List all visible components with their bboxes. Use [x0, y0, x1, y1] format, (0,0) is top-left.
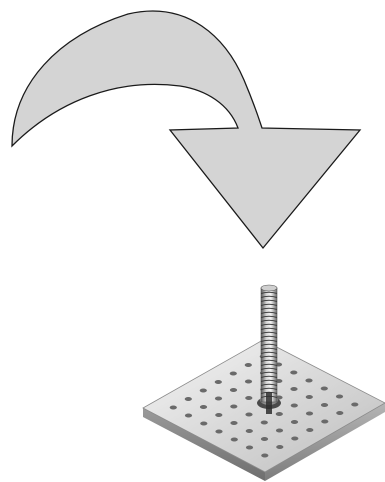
plate-hole — [306, 395, 313, 399]
plate-hole — [336, 411, 343, 415]
plate-hole — [245, 396, 252, 400]
plate-hole — [215, 397, 222, 401]
plate-hole — [351, 403, 358, 407]
plate-hole — [185, 397, 192, 401]
plate-hole — [200, 389, 207, 393]
plate-hole — [291, 404, 298, 408]
plate-hole — [245, 413, 252, 417]
plate-hole — [200, 405, 207, 409]
plate-hole — [291, 420, 298, 424]
plate-hole — [276, 445, 283, 449]
curved-arrow-icon — [12, 11, 360, 248]
plate-hole — [261, 454, 268, 458]
threaded-stud-perforated-plate-icon — [143, 285, 385, 481]
plate-hole — [305, 379, 312, 383]
plate-hole — [261, 421, 268, 425]
plate-hole — [170, 406, 177, 410]
plate-hole — [215, 380, 222, 384]
plate-hole — [230, 405, 237, 409]
plate-hole — [246, 429, 253, 433]
plate-hole — [231, 438, 238, 442]
plate-hole — [246, 446, 253, 450]
plate-hole — [185, 414, 192, 418]
plate-hole — [306, 428, 313, 432]
plate-hole — [276, 429, 283, 433]
plate-hole — [321, 403, 328, 407]
plate-hole — [200, 422, 207, 426]
plate-hole — [215, 430, 222, 434]
plate-hole — [230, 372, 237, 376]
plate-hole — [215, 413, 222, 417]
plate-hole — [261, 437, 268, 441]
plate-hole — [321, 387, 328, 391]
plate-hole — [230, 421, 237, 425]
plate-hole — [336, 395, 343, 399]
plate-hole — [290, 371, 297, 375]
plate-hole — [321, 420, 328, 424]
plate-hole — [306, 412, 313, 416]
plate-hole — [245, 363, 252, 367]
plate-hole — [290, 387, 297, 391]
plate-hole — [276, 412, 283, 416]
plate-hole — [245, 380, 252, 384]
plate-hole — [291, 437, 298, 441]
plate-hole — [230, 388, 237, 392]
